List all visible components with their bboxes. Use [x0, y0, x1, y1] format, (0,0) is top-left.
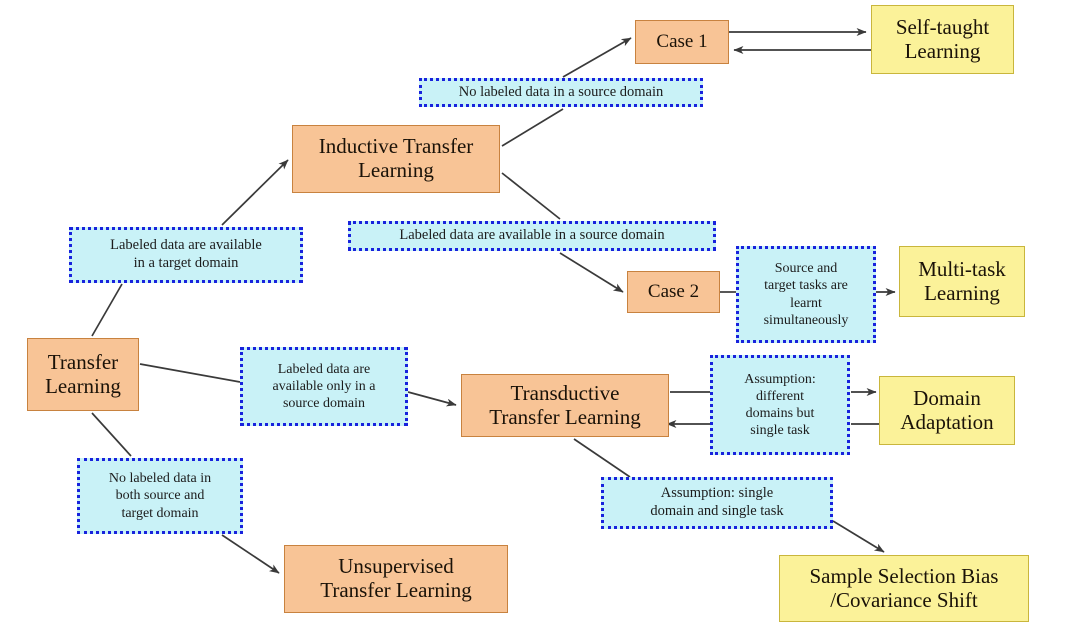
edge-transductive-to-assumption-single [573, 438, 631, 478]
edge-tl-to-labeled-source-only [139, 363, 241, 383]
edge-inductive-to-no-labeled-source [501, 108, 564, 147]
label-labeled-data-target-domain-text: Labeled data are available in a target d… [110, 237, 262, 271]
node-transfer-learning[interactable]: Transfer Learning [27, 338, 139, 411]
edge-tl-to-no-labeled-both [91, 412, 132, 457]
node-transductive-transfer-learning-label: Transductive Transfer Learning [489, 380, 641, 429]
node-case-2[interactable]: Case 2 [627, 271, 720, 313]
node-domain-adaptation[interactable]: Domain Adaptation [879, 376, 1015, 445]
label-labeled-data-source-only: Labeled data are available only in a sou… [240, 347, 408, 426]
label-source-target-tasks-simultaneous: Source and target tasks are learnt simul… [736, 246, 876, 343]
label-assumption-different-domains: Assumption: different domains but single… [710, 355, 850, 455]
node-sample-selection-bias[interactable]: Sample Selection Bias /Covariance Shift [779, 555, 1029, 622]
label-assumption-single-domain: Assumption: single domain and single tas… [601, 477, 833, 529]
node-self-taught-learning[interactable]: Self-taught Learning [871, 5, 1014, 74]
edge-no-labeled-both-to-unsupervised [221, 534, 280, 574]
node-multi-task-learning[interactable]: Multi-task Learning [899, 246, 1025, 317]
node-inductive-transfer-learning[interactable]: Inductive Transfer Learning [292, 125, 500, 193]
node-domain-adaptation-label: Domain Adaptation [900, 385, 994, 434]
label-no-labeled-data-both: No labeled data in both source and targe… [77, 458, 243, 534]
label-no-labeled-data-both-text: No labeled data in both source and targe… [108, 471, 212, 521]
node-unsupervised-transfer-learning-label: Unsupervised Transfer Learning [320, 554, 472, 602]
label-labeled-data-source-domain-text: Labeled data are available in a source d… [399, 227, 665, 244]
edge-labeled-source-only-to-transductive [407, 391, 457, 407]
label-no-labeled-data-source-domain: No labeled data in a source domain [419, 78, 703, 107]
node-unsupervised-transfer-learning[interactable]: Unsupervised Transfer Learning [284, 545, 508, 613]
edge-no-labeled-source-to-case1 [562, 37, 632, 78]
edge-labeled-source-to-case2 [559, 252, 624, 293]
label-labeled-data-target-domain: Labeled data are available in a target d… [69, 227, 303, 283]
node-case-2-label: Case 2 [647, 281, 700, 303]
node-inductive-transfer-learning-label: Inductive Transfer Learning [318, 134, 474, 182]
node-transductive-transfer-learning[interactable]: Transductive Transfer Learning [461, 374, 669, 437]
label-source-target-tasks-simultaneous-text: Source and target tasks are learnt simul… [763, 261, 849, 328]
node-multi-task-learning-label: Multi-task Learning [918, 256, 1006, 305]
label-labeled-data-source-only-text: Labeled data are available only in a sou… [272, 361, 376, 412]
edge-tl-to-labeled-target [91, 283, 123, 337]
node-case-1[interactable]: Case 1 [635, 20, 729, 64]
edge-assumption-single-to-sample-bias [832, 520, 885, 553]
node-self-taught-learning-label: Self-taught Learning [895, 14, 990, 63]
edge-labeled-target-to-inductive [221, 159, 289, 226]
label-labeled-data-source-domain: Labeled data are available in a source d… [348, 221, 716, 251]
edge-inductive-to-labeled-source [501, 172, 561, 220]
node-transfer-learning-label: Transfer Learning [45, 349, 121, 398]
label-assumption-single-domain-text: Assumption: single domain and single tas… [650, 485, 784, 519]
node-sample-selection-bias-label: Sample Selection Bias /Covariance Shift [809, 563, 999, 612]
label-assumption-different-domains-text: Assumption: different domains but single… [744, 371, 816, 439]
label-no-labeled-data-source-domain-text: No labeled data in a source domain [458, 83, 664, 100]
node-case-1-label: Case 1 [656, 31, 708, 53]
